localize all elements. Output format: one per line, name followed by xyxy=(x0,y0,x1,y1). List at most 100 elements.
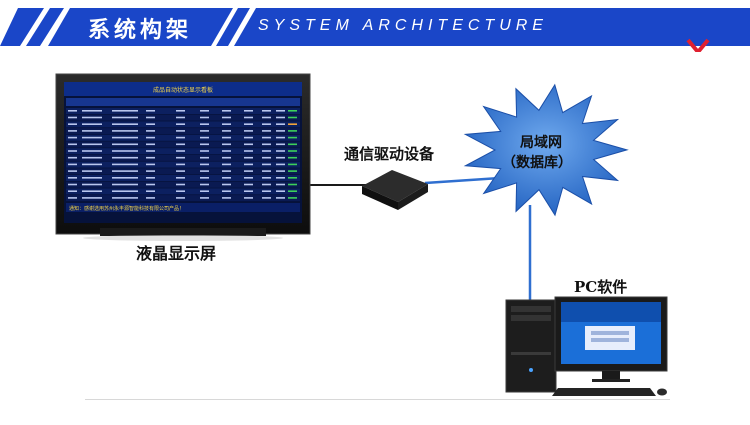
lcd-cell xyxy=(176,123,185,125)
lcd-cell xyxy=(276,197,285,199)
lcd-cell xyxy=(68,177,77,179)
banner-stripe-2 xyxy=(26,8,64,46)
lcd-cell xyxy=(176,156,185,159)
lcd-cell xyxy=(82,163,102,166)
lcd-cell xyxy=(288,150,297,152)
lcd-cell xyxy=(200,156,209,159)
lcd-cell xyxy=(68,116,77,119)
lcd-cell xyxy=(176,116,185,119)
lcd-cell xyxy=(262,197,271,199)
lcd-cell xyxy=(276,136,285,139)
device-to-lan-cable xyxy=(424,176,501,185)
lcd-cell xyxy=(288,143,297,146)
lcd-cell xyxy=(262,150,271,152)
lcd-cell xyxy=(244,150,253,152)
monitor-screen-band xyxy=(561,302,661,322)
lcd-cell xyxy=(244,197,253,199)
lcd-cell xyxy=(176,150,185,152)
banner-divider xyxy=(216,8,250,46)
lcd-cell xyxy=(176,110,185,112)
lcd-cell xyxy=(68,136,77,139)
lcd-cell xyxy=(82,110,102,112)
lcd-notice-text: 通知：感谢选用苏州永丰源智能科技有限公司产品！ xyxy=(69,205,184,212)
lcd-cell xyxy=(146,197,155,199)
lcd-cell xyxy=(82,170,102,172)
lcd-cell xyxy=(288,130,297,132)
lcd-cell xyxy=(146,170,155,172)
lcd-cell xyxy=(244,116,253,119)
connection-lines xyxy=(300,176,532,300)
lcd-cell xyxy=(288,110,297,112)
lcd-cell xyxy=(244,123,253,125)
lcd-cell xyxy=(146,136,155,139)
lcd-cell xyxy=(68,150,77,152)
lcd-cell xyxy=(146,163,155,166)
lcd-cell xyxy=(68,143,77,146)
lcd-cell xyxy=(288,190,297,192)
lcd-cell xyxy=(112,177,138,179)
chevron-down-icon xyxy=(686,38,710,52)
lcd-cell xyxy=(146,116,155,119)
lcd-table-header xyxy=(66,98,300,106)
lcd-cell xyxy=(112,130,138,132)
lcd-cell xyxy=(68,156,77,159)
lcd-cell xyxy=(244,156,253,159)
lcd-cell xyxy=(262,143,271,146)
lcd-cell xyxy=(176,197,185,199)
lcd-cell xyxy=(244,170,253,172)
lcd-cell xyxy=(68,183,77,186)
lcd-cell xyxy=(82,190,102,192)
lcd-cell xyxy=(288,197,297,199)
lcd-cell xyxy=(200,143,209,146)
lcd-cell xyxy=(222,197,231,199)
lcd-title-bar xyxy=(64,82,302,96)
lcd-cell xyxy=(276,150,285,152)
lcd-cell xyxy=(112,170,138,172)
lcd-cell xyxy=(82,116,102,119)
lcd-cell xyxy=(244,190,253,192)
lcd-cell xyxy=(244,136,253,139)
lcd-cell xyxy=(176,163,185,166)
lcd-cell xyxy=(146,156,155,159)
lcd-cell xyxy=(112,197,138,199)
lcd-cell xyxy=(200,123,209,125)
lcd-cell xyxy=(200,110,209,112)
baseline-divider xyxy=(85,399,670,400)
lcd-cell xyxy=(244,130,253,132)
lcd-cell xyxy=(222,110,231,112)
lcd-cell xyxy=(276,143,285,146)
lcd-cell xyxy=(262,123,271,125)
lcd-cell xyxy=(112,163,138,166)
lcd-cell xyxy=(176,177,185,179)
lan-starburst xyxy=(463,83,629,217)
lcd-cell xyxy=(68,163,77,166)
device-side-left xyxy=(362,186,398,210)
lcd-cell xyxy=(222,116,231,119)
lcd-cell xyxy=(222,136,231,139)
lcd-cell xyxy=(288,116,297,119)
lcd-cell xyxy=(222,130,231,132)
lcd-cell xyxy=(262,183,271,186)
lcd-cell xyxy=(276,130,285,132)
lcd-cell xyxy=(200,197,209,199)
lcd-cell xyxy=(112,143,138,146)
lcd-screen-title: 成品自动状态显示看板 xyxy=(153,86,213,94)
lcd-cell xyxy=(82,183,102,186)
tower-drive-bay-1 xyxy=(511,306,551,312)
lcd-cell xyxy=(82,123,102,125)
lcd-cell xyxy=(68,110,77,112)
lcd-cell xyxy=(112,156,138,159)
lcd-cell xyxy=(276,170,285,172)
lcd-cell xyxy=(146,177,155,179)
lcd-cell xyxy=(112,116,138,119)
pc-monitor xyxy=(554,296,668,382)
lcd-cell xyxy=(222,163,231,166)
lcd-cell xyxy=(244,110,253,112)
lcd-cell xyxy=(68,197,77,199)
lcd-cell xyxy=(176,143,185,146)
lcd-shadow xyxy=(83,235,283,241)
lcd-cell xyxy=(262,156,271,159)
lcd-cell xyxy=(276,123,285,125)
lcd-cell xyxy=(68,170,77,172)
header-banner xyxy=(0,8,750,52)
